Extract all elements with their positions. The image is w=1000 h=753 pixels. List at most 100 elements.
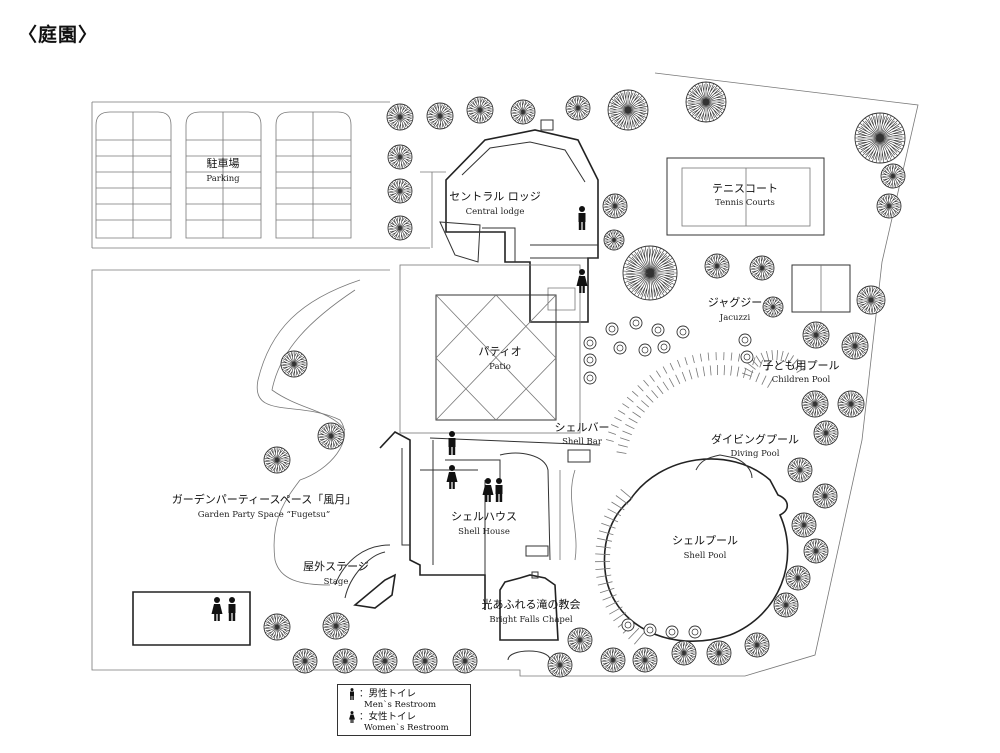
legend-men-en: Men`s Restroom — [364, 700, 437, 710]
map-labels: 駐車場 Parking セントラル ロッジ Central lodge テニスコ… — [172, 156, 840, 625]
legend-men: ：男性トイレ Men`s Restroom — [348, 688, 436, 711]
men-restroom-icon — [448, 431, 456, 455]
tree-icon — [791, 512, 817, 538]
tree-icon — [876, 193, 902, 219]
label-tennis-jp: テニスコート — [712, 182, 778, 195]
parking-lot — [95, 111, 352, 239]
label-shell-pool-en: Shell Pool — [684, 551, 727, 561]
tree-icon — [629, 316, 643, 330]
tree-icon — [738, 333, 752, 347]
label-diving-pool-en: Diving Pool — [731, 449, 780, 459]
tree-icon — [387, 144, 413, 170]
garden-paths — [256, 279, 361, 586]
legend-women-jp: ：女性トイレ — [359, 711, 417, 723]
label-garden-party-jp: ガーデンパーティースペース「風月」 — [172, 492, 356, 506]
tree-icon — [426, 102, 454, 130]
tree-icon — [803, 538, 829, 564]
tree-icon — [802, 321, 830, 349]
label-shell-bar-jp: シェルバー — [555, 421, 610, 434]
chapel-building — [499, 571, 559, 661]
women-restroom-icon — [576, 269, 588, 293]
tree-icon — [856, 285, 886, 315]
tree-icon — [280, 350, 308, 378]
tree-icon — [813, 420, 839, 446]
tree-icon — [386, 103, 414, 131]
tree-icon — [706, 640, 732, 666]
women-restroom-icon — [349, 711, 355, 723]
shell-pool — [603, 454, 789, 643]
trees — [263, 81, 906, 678]
label-patio-en: Patio — [489, 362, 511, 372]
label-chapel-jp: 光あふれる滝の教会 — [482, 597, 581, 611]
label-diving-pool-jp: ダイビングプール — [711, 432, 799, 446]
legend-women: ：女性トイレ Women`s Restroom — [348, 711, 449, 734]
label-children-pool-jp: 子ども用プール — [763, 359, 840, 372]
women-restroom-icon — [446, 465, 458, 489]
label-stage-jp: 屋外ステージ — [303, 560, 369, 573]
label-central-lodge-en: Central lodge — [466, 207, 525, 217]
label-tennis-en: Tennis Courts — [715, 198, 775, 208]
tree-icon — [638, 343, 652, 357]
tree-icon — [762, 296, 784, 318]
tree-icon — [880, 163, 906, 189]
tree-icon — [787, 457, 813, 483]
tree-icon — [688, 625, 702, 639]
women-restroom-icon — [211, 597, 223, 621]
tree-icon — [621, 618, 635, 632]
shell-house-building — [379, 431, 601, 610]
tree-icon — [292, 648, 318, 674]
tree-icon — [704, 253, 730, 279]
label-shell-house-en: Shell House — [458, 527, 510, 537]
tree-icon — [854, 112, 906, 164]
tree-icon — [841, 332, 869, 360]
tree-icon — [412, 648, 438, 674]
label-parking-en: Parking — [206, 174, 240, 184]
tree-icon — [602, 193, 628, 219]
label-shell-bar-en: Shell Bar — [562, 437, 603, 447]
restroom-icons — [211, 206, 588, 621]
tree-icon — [263, 613, 291, 641]
tree-icon — [263, 446, 291, 474]
tree-icon — [632, 647, 658, 673]
tree-icon — [547, 652, 573, 678]
page-heading: 〈庭園〉 — [18, 24, 99, 46]
tree-icon — [607, 89, 649, 131]
tree-icon — [452, 648, 478, 674]
patio-area — [399, 264, 581, 434]
tree-icon — [605, 322, 619, 336]
tree-icon — [651, 323, 665, 337]
tree-icon — [622, 245, 678, 301]
tree-icon — [322, 612, 350, 640]
label-central-lodge-jp: セントラル ロッジ — [449, 190, 541, 203]
tree-icon — [567, 627, 593, 653]
restroom-block — [132, 591, 251, 646]
tree-icon — [332, 648, 358, 674]
women-restroom-icon — [482, 478, 494, 502]
label-children-pool-en: Children Pool — [772, 375, 831, 385]
tree-icon — [665, 625, 679, 639]
tree-icon — [740, 350, 754, 364]
label-shell-pool-jp: シェルプール — [672, 534, 738, 547]
central-lodge-building — [420, 119, 599, 323]
men-restroom-icon — [350, 688, 354, 700]
label-stage-en: Stage — [324, 577, 349, 587]
tree-icon — [676, 325, 690, 339]
tree-icon — [466, 96, 494, 124]
tree-icon — [801, 390, 829, 418]
legend-women-en: Women`s Restroom — [364, 723, 449, 733]
tree-icon — [812, 483, 838, 509]
tree-icon — [671, 640, 697, 666]
tree-icon — [773, 592, 799, 618]
tree-icon — [613, 341, 627, 355]
tree-icon — [643, 623, 657, 637]
tree-icon — [372, 648, 398, 674]
legend-men-jp: ：男性トイレ — [359, 688, 417, 700]
tree-icon — [657, 340, 671, 354]
tree-icon — [744, 632, 770, 658]
men-restroom-icon — [495, 478, 503, 502]
tennis-courts — [666, 157, 851, 313]
tree-icon — [387, 215, 413, 241]
tree-icon — [583, 371, 597, 385]
label-jacuzzi-jp: ジャグジー — [708, 295, 762, 309]
label-garden-party-en: Garden Party Space “Fugetsu” — [198, 509, 331, 520]
